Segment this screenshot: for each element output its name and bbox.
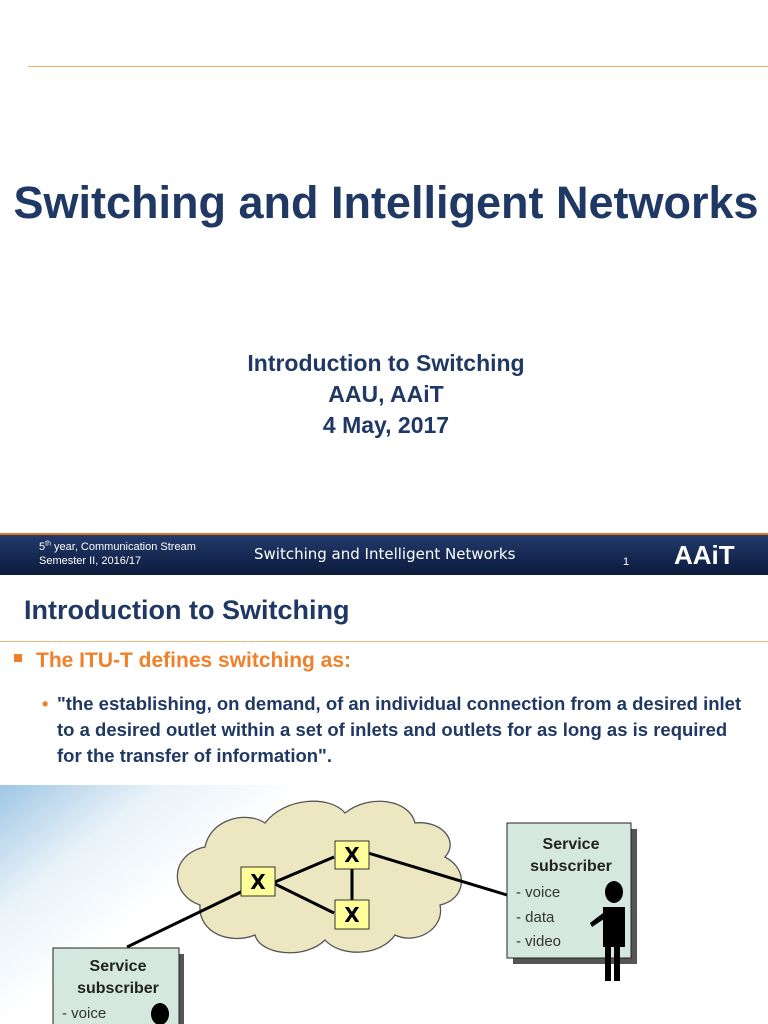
footer-year-number: 5 [39, 541, 46, 553]
subtitle-line: 4 May, 2017 [322, 412, 450, 438]
footer-course-title: Switching and Intelligent Networks [254, 545, 516, 563]
switch-node: X [240, 866, 276, 897]
switching-network-diagram: X X X Service subscriber - voice - data … [0, 785, 768, 1024]
person-icon [590, 881, 625, 981]
title-slide: Switching and Intelligent Networks Intro… [0, 66, 768, 575]
link-line [367, 851, 508, 897]
page-number: 1 [623, 556, 630, 568]
switch-label: X [344, 843, 360, 867]
link-line [274, 855, 335, 884]
title-divider [0, 641, 768, 642]
network-cloud [176, 800, 462, 954]
top-divider [28, 66, 768, 67]
switch-node: X [334, 840, 370, 870]
switch-node: X [334, 899, 370, 930]
subscriber-title: subscriber [77, 980, 159, 997]
subscriber-item: - video [516, 933, 561, 950]
footer-semester: Semester II, 2016/17 [39, 555, 142, 567]
subscriber-item: - voice [62, 1005, 106, 1022]
subtitle-line: AAU, AAiT [328, 381, 444, 407]
slide-title: Introduction to Switching [24, 595, 350, 625]
subscriber-title: Service [90, 958, 147, 975]
subscriber-title: Service [543, 836, 600, 853]
subscriber-box-left: Service subscriber - voice [52, 947, 184, 1024]
person-icon [151, 1003, 169, 1024]
footer-course-info: 5th year, Communication Stream Semester … [39, 540, 196, 568]
subscriber-title: subscriber [530, 858, 612, 875]
subscriber-item: - voice [516, 884, 560, 901]
bullet-text: "the establishing, on demand, of an indi… [57, 693, 742, 766]
subscriber-box-right: Service subscriber - voice - data - vide… [506, 822, 637, 981]
footer-year: 5th year, Communication Stream [39, 540, 196, 554]
bullet-level-1: The ITU-T defines switching as: [14, 649, 351, 673]
dot-bullet-icon: • [42, 694, 49, 714]
slide-title: Switching and Intelligent Networks [13, 177, 759, 228]
link-line [126, 889, 244, 949]
link-line [274, 882, 335, 915]
square-bullet-icon [14, 654, 22, 663]
subscriber-item: - data [516, 909, 555, 926]
footer-year-suffix: th [45, 540, 51, 548]
slide-subtitle: Introduction to Switching AAU, AAiT 4 Ma… [0, 348, 768, 441]
slide-footer: 5th year, Communication Stream Semester … [0, 533, 768, 575]
subtitle-line: Introduction to Switching [247, 350, 525, 376]
footer-year-text: year, Communication Stream [50, 541, 196, 553]
aait-logo: AAiT [674, 540, 735, 570]
content-slide: Introduction to Switching The ITU-T defi… [0, 575, 768, 1024]
switch-label: X [250, 870, 266, 894]
bullet-level-2: • "the establishing, on demand, of an in… [42, 691, 752, 769]
switch-label: X [344, 903, 360, 927]
bullet-text: The ITU-T defines switching as: [36, 649, 352, 672]
